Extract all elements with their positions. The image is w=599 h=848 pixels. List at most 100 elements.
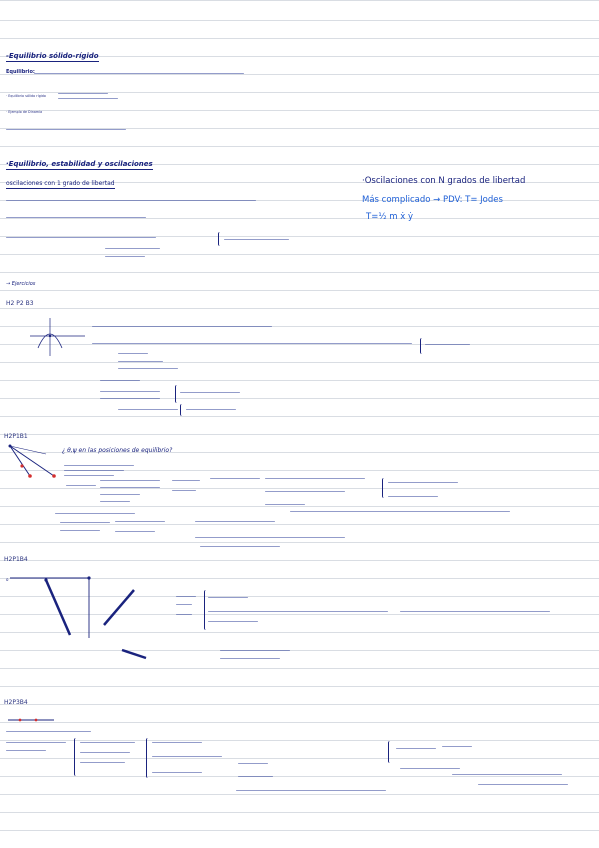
problem-label-h2p1b4: H2P1B4 bbox=[4, 556, 28, 563]
handwriting-line bbox=[200, 546, 280, 548]
handwriting-line bbox=[220, 658, 280, 660]
handwriting-line bbox=[176, 596, 196, 598]
handwriting-line bbox=[100, 494, 140, 496]
handwriting-line bbox=[6, 217, 146, 219]
handwriting-line bbox=[195, 537, 345, 539]
brace bbox=[74, 738, 77, 776]
handwriting-line bbox=[92, 326, 272, 328]
handwriting-line bbox=[118, 368, 178, 370]
handwriting-line bbox=[172, 480, 200, 482]
handwriting-line bbox=[60, 522, 110, 524]
handwriting-line bbox=[100, 391, 160, 393]
handwriting-line bbox=[238, 763, 268, 765]
handwriting-line bbox=[236, 790, 386, 792]
handwriting-line bbox=[152, 742, 202, 744]
handwriting-line bbox=[265, 491, 345, 493]
oscillations-ndof-formula: T=½ m ẋ ẏ bbox=[366, 212, 413, 222]
handwriting-line bbox=[118, 361, 163, 363]
handwriting-line bbox=[388, 496, 438, 498]
handwriting-line bbox=[58, 98, 118, 100]
handwriting-line bbox=[64, 475, 114, 477]
handwriting-line bbox=[100, 501, 130, 503]
problem-question: ¿ θ,ψ en las posiciones de equilibrio? bbox=[62, 447, 173, 454]
handwriting-line bbox=[195, 521, 275, 523]
handwriting-line bbox=[208, 597, 248, 599]
handwriting-line bbox=[6, 750, 46, 752]
handwriting-line bbox=[208, 621, 258, 623]
oscillations-1dof-heading: oscilaciones con 1 grado de libertad bbox=[6, 180, 115, 189]
exercises-heading: → Ejercicios bbox=[6, 281, 36, 287]
section-title-equilibrium: -Equilibrio sólido-rígido bbox=[6, 52, 99, 62]
handwriting-line bbox=[80, 762, 125, 764]
handwriting-line bbox=[118, 409, 178, 411]
oscillations-ndof-note: Más complicado → PDV: T= Jodes bbox=[362, 195, 503, 205]
handwriting-line bbox=[210, 478, 260, 480]
brace bbox=[382, 478, 385, 498]
handwriting-line bbox=[388, 482, 458, 484]
handwriting-line bbox=[6, 731, 91, 733]
problem-label-h2p3b4: H2P3B4 bbox=[4, 699, 28, 706]
handwriting-line bbox=[6, 200, 256, 202]
handwriting-line bbox=[172, 490, 196, 492]
pendulum-diagram bbox=[30, 318, 85, 356]
handwriting-line bbox=[60, 530, 100, 532]
handwriting-line bbox=[80, 752, 130, 754]
problem-label-h2p1b1: H2P1B1 bbox=[4, 433, 28, 440]
brace bbox=[218, 232, 221, 246]
handwriting-line bbox=[238, 776, 273, 778]
handwriting-line bbox=[92, 343, 412, 345]
brace bbox=[180, 404, 183, 416]
handwriting-line bbox=[152, 756, 222, 758]
problem-label-h2p2b3: H2 P2 B3 bbox=[6, 300, 34, 307]
handwriting-line bbox=[224, 239, 289, 241]
handwriting-line bbox=[66, 485, 96, 487]
equilibrium-definition-label: Equilibrio: bbox=[6, 69, 35, 75]
handwriting-line bbox=[180, 392, 240, 394]
handwriting-line bbox=[105, 256, 145, 258]
handwriting-line bbox=[220, 650, 290, 652]
section-title-stability: ·Equilibrio, estabilidad y oscilaciones bbox=[6, 160, 153, 170]
brace bbox=[420, 338, 423, 354]
handwriting-line bbox=[176, 604, 192, 606]
handwriting-line bbox=[396, 748, 436, 750]
brace bbox=[204, 590, 207, 630]
handwriting-line bbox=[6, 742, 66, 744]
oscillations-ndof-heading: ·Oscilaciones con N grados de libertad bbox=[362, 176, 526, 186]
handwriting-line bbox=[55, 513, 135, 515]
handwriting-line bbox=[64, 465, 134, 467]
svg-text:o: o bbox=[6, 577, 9, 582]
brace bbox=[175, 385, 178, 403]
handwriting-line bbox=[425, 344, 470, 346]
handwriting-line bbox=[100, 487, 160, 489]
handwriting-line bbox=[118, 353, 148, 355]
equilibrium-subitem-label: · Equilibrio sólido rígido bbox=[6, 94, 46, 98]
handwriting-line bbox=[265, 504, 305, 506]
handwriting-line bbox=[186, 409, 236, 411]
bar-diagram bbox=[8, 718, 54, 722]
mechanism-diagram bbox=[8, 444, 56, 478]
handwriting-line bbox=[400, 768, 460, 770]
handwriting-line bbox=[80, 742, 135, 744]
example-label: · Ejemplo de Dinamia bbox=[6, 110, 43, 114]
handwriting-line bbox=[208, 611, 388, 613]
handwriting-line bbox=[100, 398, 160, 400]
handwriting-line bbox=[6, 237, 156, 239]
handwriting-line bbox=[105, 248, 160, 250]
handwriting-line bbox=[265, 478, 365, 480]
handwriting-line bbox=[58, 93, 108, 95]
handwriting-line bbox=[152, 772, 202, 774]
brace bbox=[146, 738, 149, 778]
handwriting-line bbox=[6, 129, 126, 131]
handwriting-line bbox=[34, 73, 244, 75]
handwriting-line bbox=[64, 470, 124, 472]
beam-force-diagram: o bbox=[6, 576, 147, 660]
handwriting-line bbox=[452, 774, 562, 776]
handwriting-line bbox=[290, 511, 510, 513]
handwriting-line bbox=[115, 521, 165, 523]
handwriting-line bbox=[442, 746, 472, 748]
handwriting-line bbox=[176, 614, 192, 616]
handwriting-line bbox=[115, 531, 155, 533]
brace bbox=[388, 741, 391, 763]
handwriting-line bbox=[478, 784, 568, 786]
